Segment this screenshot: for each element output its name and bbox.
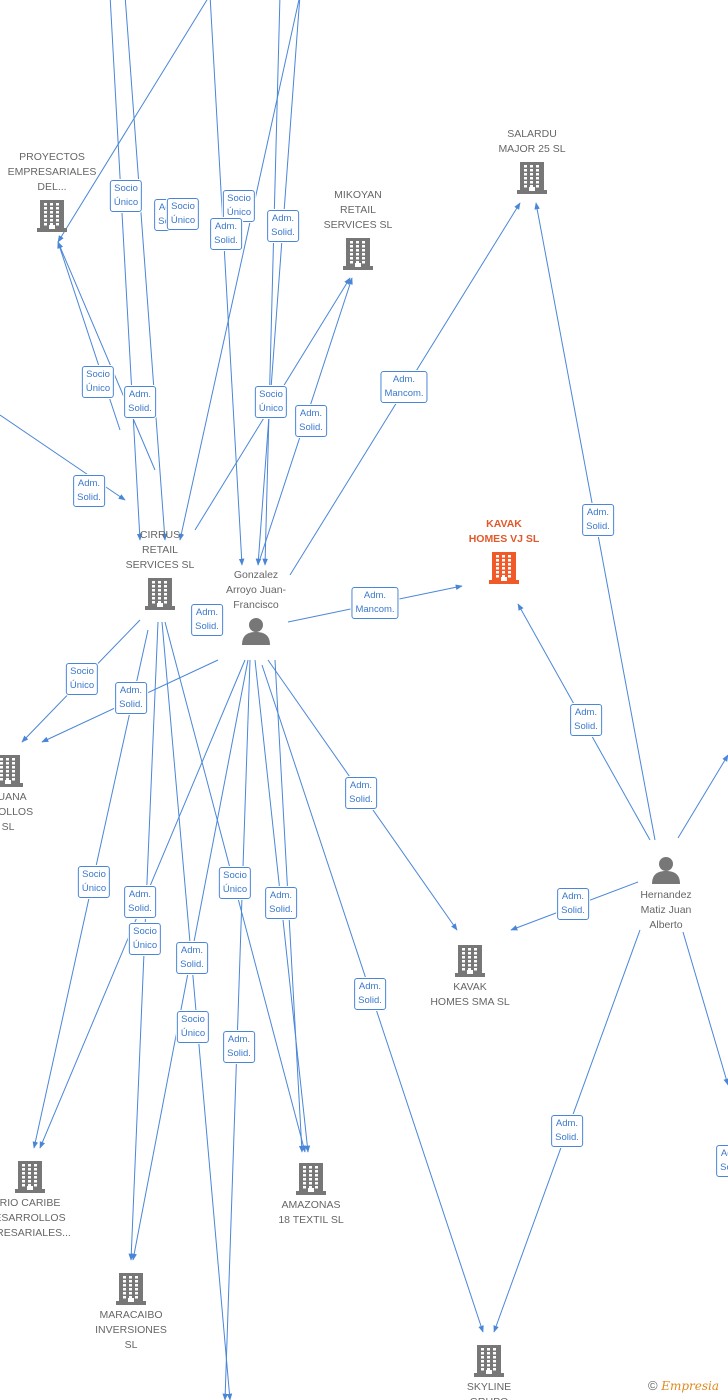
edge-role-label[interactable]: Adm. Solid. — [345, 777, 377, 809]
relationship-edge — [178, 0, 300, 541]
edge-role-label[interactable]: Adm. Solid. — [124, 886, 156, 918]
company-node-mikoyan[interactable]: MIKOYAN RETAIL SERVICES SL — [298, 188, 418, 273]
edge-role-label[interactable]: Socio Único — [128, 923, 162, 955]
edge-role-label[interactable]: Socio Único — [254, 386, 288, 418]
edge-role-label[interactable]: Adm. Solid. — [124, 386, 156, 418]
edge-role-label[interactable]: Socio Único — [222, 190, 256, 222]
node-label: AMAZONAS 18 TEXTIL SL — [278, 1199, 344, 1226]
edge-role-label[interactable]: Adm. Solid. — [557, 888, 589, 920]
building-icon — [343, 238, 373, 270]
node-label: PROYECTOS EMPRESARIALES DEL... — [7, 151, 97, 193]
node-label: RIO CARIBE ESARROLLOS PRESARIALES... — [0, 1197, 71, 1239]
edge-role-label[interactable]: Adm. Mancom. — [351, 587, 399, 619]
company-node-kavak-vj[interactable]: KAVAK HOMES VJ SL — [444, 517, 564, 587]
building-icon — [145, 578, 175, 610]
node-label: MARACAIBO INVERSIONES SL — [95, 1309, 167, 1351]
node-label: Gonzalez Arroyo Juan- Francisco — [225, 569, 287, 611]
relationship-edge — [222, 659, 251, 1400]
building-icon — [455, 945, 485, 977]
building-icon — [15, 1161, 45, 1193]
person-icon — [652, 857, 680, 884]
node-label: KAVAK HOMES VJ SL — [468, 518, 540, 545]
company-node-amazonas[interactable]: AMAZONAS 18 TEXTIL SL — [251, 1158, 371, 1228]
edge-role-label[interactable]: Socio Único — [176, 1011, 210, 1043]
relationship-edge — [255, 0, 301, 566]
building-icon — [296, 1163, 326, 1195]
company-node-iguana[interactable]: GUANA RROLLOS SL — [0, 750, 68, 835]
company-node-skyline[interactable]: SKYLINE GRUPO — [429, 1340, 549, 1400]
company-node-salardu[interactable]: SALARDU MAJOR 25 SL — [472, 127, 592, 197]
building-icon — [517, 162, 547, 194]
building-icon — [0, 755, 23, 787]
edge-role-label[interactable]: Adm. Solid. — [570, 704, 602, 736]
edge-role-label[interactable]: Adm. Solid. — [223, 1031, 255, 1063]
edge-role-label[interactable]: Adm. Solid. — [73, 475, 105, 507]
company-node-kavak-sma[interactable]: KAVAK HOMES SMA SL — [410, 940, 530, 1010]
relationship-edge — [57, 241, 156, 471]
person-node-gonzalez[interactable]: Gonzalez Arroyo Juan- Francisco — [196, 568, 316, 649]
node-label: CIRRUS RETAIL SERVICES SL — [125, 529, 195, 571]
edge-role-label[interactable]: Socio Único — [77, 866, 111, 898]
building-icon — [116, 1273, 146, 1305]
edge-role-label[interactable]: Socio Único — [65, 663, 99, 695]
relationship-edge — [677, 754, 728, 839]
footer-credit: © Empresia — [648, 1378, 719, 1393]
edge-role-label[interactable]: Adm. Mancom. — [380, 371, 428, 403]
node-label: MIKOYAN RETAIL SERVICES SL — [323, 189, 393, 231]
person-node-hernandez[interactable]: Hernandez Matiz Juan Alberto — [606, 852, 726, 933]
edge-role-label[interactable]: Socio Único — [166, 198, 200, 230]
edge-role-label[interactable]: Adm. Solid. — [582, 504, 614, 536]
node-label: SALARDU MAJOR 25 SL — [498, 128, 566, 155]
edge-role-label[interactable]: Adm. Solid. — [267, 210, 299, 242]
brand-logo-text[interactable]: Empresia — [661, 1379, 720, 1393]
building-icon — [474, 1345, 504, 1377]
company-node-cirrus[interactable]: CIRRUS RETAIL SERVICES SL — [100, 528, 220, 613]
edge-role-label[interactable]: Adm. Solid. — [354, 978, 386, 1010]
edge-role-label[interactable]: Socio Único — [218, 867, 252, 899]
edge-role-label[interactable]: Socio Único — [81, 366, 115, 398]
person-icon — [242, 618, 270, 645]
relationship-edge — [682, 931, 728, 1086]
company-node-proyectos[interactable]: PROYECTOS EMPRESARIALES DEL... — [0, 150, 112, 235]
edge-role-label[interactable]: Adm. Solid. — [191, 604, 223, 636]
edge-role-label[interactable]: Adm. Solid. — [551, 1115, 583, 1147]
company-node-rio-caribe[interactable]: RIO CARIBE ESARROLLOS PRESARIALES... — [0, 1156, 90, 1241]
relationship-edge — [209, 0, 245, 566]
company-node-maracaibo[interactable]: MARACAIBO INVERSIONES SL — [71, 1268, 191, 1353]
node-label: Hernandez Matiz Juan Alberto — [640, 889, 692, 931]
edge-role-label[interactable]: Adm. Solid. — [295, 405, 327, 437]
edge-role-label[interactable]: Adm. Solid. — [716, 1145, 728, 1177]
edge-role-label[interactable]: Socio Único — [109, 180, 143, 212]
relationship-edge — [262, 0, 281, 566]
building-icon — [489, 552, 519, 584]
building-icon — [37, 200, 67, 232]
edge-role-label[interactable]: Adm. Solid. — [115, 682, 147, 714]
relationship-edge — [57, 241, 121, 431]
node-label: GUANA RROLLOS SL — [0, 791, 34, 833]
node-label: KAVAK HOMES SMA SL — [430, 981, 510, 1008]
edge-role-label[interactable]: Adm. Solid. — [265, 887, 297, 919]
edge-role-label[interactable]: Adm. Solid. — [210, 218, 242, 250]
edge-role-label[interactable]: Adm. Solid. — [176, 942, 208, 974]
relationship-edge — [124, 0, 168, 541]
copyright-symbol: © — [648, 1378, 658, 1393]
relationship-edge — [109, 0, 143, 541]
relationship-edge — [0, 414, 126, 501]
node-label: SKYLINE GRUPO — [466, 1381, 512, 1400]
